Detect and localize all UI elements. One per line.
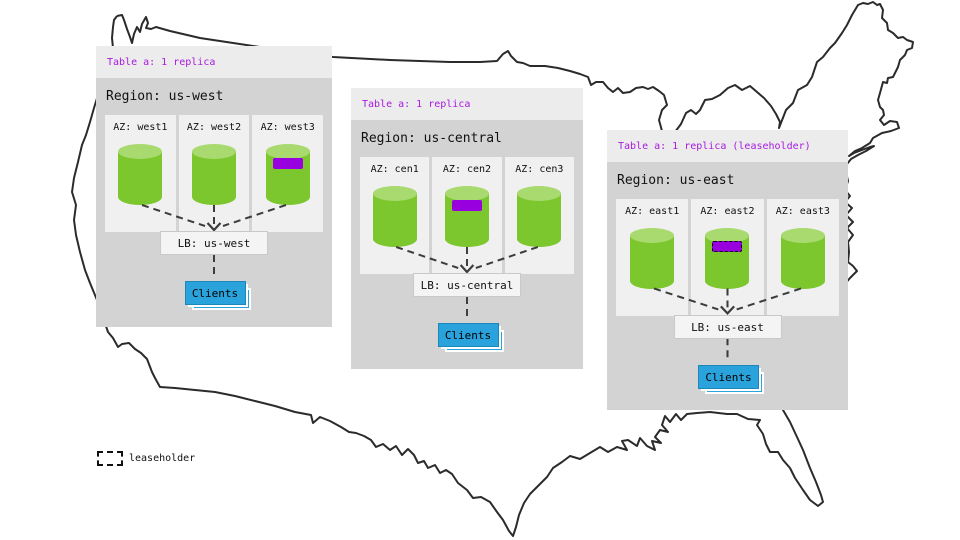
az-box: AZ: east1 xyxy=(616,199,689,316)
az-box: AZ: west2 xyxy=(178,115,250,232)
replica-cylinder-icon xyxy=(265,144,310,205)
table-header: Table a: 1 replica (leaseholder) xyxy=(607,130,848,162)
region-label: Region: us-central xyxy=(361,131,502,146)
az-box: AZ: cen1 xyxy=(360,157,430,274)
replica-cylinder-icon xyxy=(444,186,489,247)
az-row: AZ: west1 AZ: west2 AZ: west3 xyxy=(105,115,324,232)
az-label: AZ: cen1 xyxy=(370,164,419,175)
table-label: Table a: 1 replica xyxy=(107,56,216,68)
region-body: Region: us-east AZ: east1 AZ: east2 xyxy=(607,162,848,410)
range-band xyxy=(272,158,303,169)
az-row: AZ: east1 AZ: east2 AZ: east3 xyxy=(616,199,839,316)
az-label: AZ: east1 xyxy=(625,206,680,217)
region-panel-us-west: Table a: 1 replica Region: us-west AZ: w… xyxy=(96,46,332,327)
clients-box: Clients xyxy=(437,323,499,347)
replica-cylinder-icon xyxy=(118,144,163,205)
load-balancer-box: LB: us-central xyxy=(413,273,521,297)
region-body: Region: us-west AZ: west1 AZ: west2 xyxy=(96,78,332,327)
table-header: Table a: 1 replica xyxy=(96,46,332,78)
replica-cylinder-icon xyxy=(192,144,236,205)
region-label: Region: us-east xyxy=(617,173,735,188)
az-box: AZ: cen3 xyxy=(504,157,574,274)
clients-box: Clients xyxy=(698,365,759,389)
az-label: AZ: west1 xyxy=(113,122,168,133)
table-label: Table a: 1 replica xyxy=(362,98,471,110)
load-balancer-box: LB: us-east xyxy=(673,315,782,339)
table-header: Table a: 1 replica xyxy=(351,88,583,120)
az-box: AZ: east2 xyxy=(691,199,764,316)
az-label: AZ: east2 xyxy=(700,206,755,217)
az-label: AZ: east3 xyxy=(775,206,830,217)
clients-stack: Clients xyxy=(607,365,848,394)
region-panel-us-central: Table a: 1 replica Region: us-central AZ… xyxy=(351,88,583,369)
replica-cylinder-icon xyxy=(630,228,675,289)
load-balancer-box: LB: us-west xyxy=(160,231,268,255)
az-box: AZ: west3 xyxy=(252,115,324,232)
table-label: Table a: 1 replica (leaseholder) xyxy=(618,140,811,152)
region-body: Region: us-central AZ: cen1 AZ: cen2 xyxy=(351,120,583,369)
clients-box: Clients xyxy=(184,281,246,305)
az-box: AZ: west1 xyxy=(105,115,176,232)
replica-cylinder-icon xyxy=(780,228,825,289)
range-band xyxy=(451,200,482,211)
az-label: AZ: west3 xyxy=(260,122,315,133)
legend-label: leaseholder xyxy=(129,453,196,464)
az-label: AZ: cen2 xyxy=(442,164,492,175)
region-label: Region: us-west xyxy=(106,89,224,104)
az-row: AZ: cen1 AZ: cen2 AZ: cen3 xyxy=(360,157,574,274)
legend: leaseholder xyxy=(97,451,195,466)
clients-stack: Clients xyxy=(96,281,332,310)
az-label: AZ: cen3 xyxy=(515,164,564,175)
region-panel-us-east: Table a: 1 replica (leaseholder) Region:… xyxy=(607,130,848,410)
range-band xyxy=(712,241,743,252)
az-label: AZ: west2 xyxy=(186,122,242,133)
clients-stack: Clients xyxy=(351,323,583,352)
replica-cylinder-icon xyxy=(705,228,750,289)
replica-cylinder-icon xyxy=(517,186,562,247)
replica-cylinder-icon xyxy=(372,186,417,247)
az-box: AZ: east3 xyxy=(766,199,839,316)
az-box: AZ: cen2 xyxy=(432,157,502,274)
leaseholder-legend-icon xyxy=(97,451,123,466)
